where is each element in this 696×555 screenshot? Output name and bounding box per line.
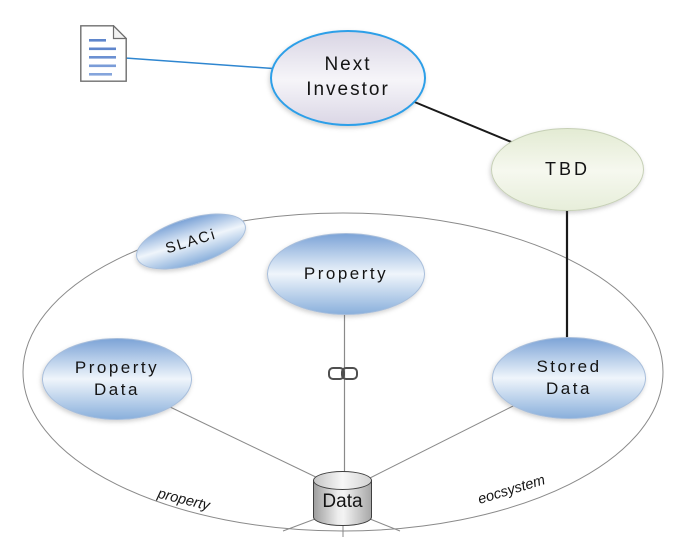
node-data-store[interactable]: Data [313,471,372,527]
node-tbd-label: TBD [545,158,590,179]
cylinder-top [313,471,372,490]
document-icon[interactable] [80,24,128,82]
edge-document-to-next-investor[interactable] [124,57,281,70]
node-stored-data-label-line2: Data [546,379,592,398]
edge-stored-data-to-data-store[interactable] [365,404,516,481]
node-property-data-label-line2: Data [94,380,140,399]
chain-link-right [341,367,358,380]
node-next-investor-label-line1: Next [324,54,372,76]
edge-data-store-to-boundary-right[interactable] [369,518,401,532]
document-page [80,24,128,82]
node-stored-data[interactable]: Stored Data [492,337,646,419]
node-property-data-label-line1: Property [74,357,160,377]
chain-link-left [328,367,345,380]
node-tbd[interactable]: TBD [491,128,644,211]
node-property-label: Property [303,263,389,283]
node-stored-data-label-line1: Stored [536,356,602,376]
node-property-data[interactable]: Property Data [42,338,192,420]
document-text-lines [89,39,116,76]
edge-data-store-to-boundary-left[interactable] [282,518,316,532]
node-property[interactable]: Property [267,233,425,315]
node-data-store-label: Data [322,491,363,512]
node-slaci-label: SLACi [163,225,219,258]
node-next-investor[interactable]: Next Investor [270,30,426,126]
edge-property-data-to-data-store[interactable] [167,405,323,481]
node-next-investor-label-line2: Investor [306,79,390,100]
chain-link-icon[interactable] [328,367,358,380]
